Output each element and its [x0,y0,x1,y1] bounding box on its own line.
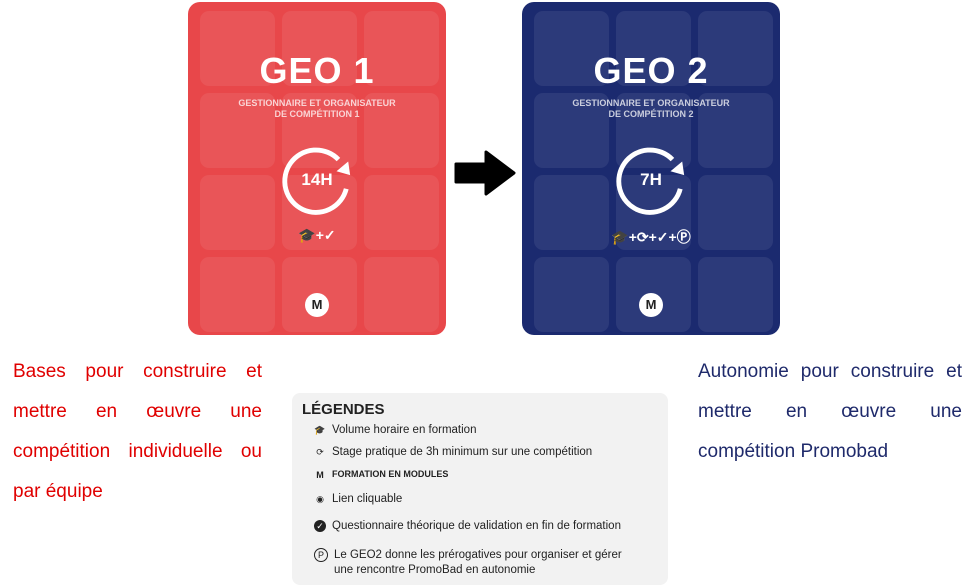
p-circle-icon: P [314,548,328,562]
modules-icon: M [316,470,324,480]
clock-cycle-icon [282,147,351,215]
legend-title: LÉGENDES [302,401,385,418]
geo2-description: Autonomie pour construire et mettre en œ… [698,361,962,462]
geo2-title: GEO 2 [593,50,709,91]
legend-item: ✓Questionnaire théorique de validation e… [314,520,621,532]
legend-item: ◉Lien cliquable [314,493,402,505]
legend-panel: LÉGENDES 🎓Volume horaire en formation ⟳S… [292,393,668,585]
geo2-hours: 7H [640,170,662,189]
geo2-icons: 🎓+⟳+✓+Ⓟ [611,229,691,245]
geo1-icons: 🎓+✓ [298,227,336,243]
geo1-description: Bases pour construire et mettre en œuvre… [13,361,262,502]
arrow-right-icon [454,150,516,196]
legend-item: ⟳Stage pratique de 3h minimum sur une co… [314,446,592,458]
modules-badge: M [305,293,329,317]
clock-cycle-icon [616,147,685,215]
modules-badge: M [639,293,663,317]
geo1-hours: 14H [301,170,333,189]
tile-grid [200,11,439,332]
legend-item: 🎓Volume horaire en formation [314,424,477,436]
check-circle-icon: ✓ [314,520,326,532]
practice-cycle-icon: ⟳ [316,447,324,457]
graduation-cap-icon: 🎓 [314,425,326,435]
tile-grid [534,11,773,332]
eye-icon: ◉ [316,494,324,504]
geo1-title: GEO 1 [259,50,375,91]
